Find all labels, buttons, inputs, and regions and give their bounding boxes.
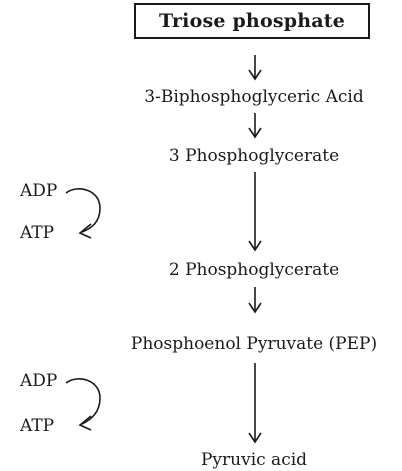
side-reaction-1-input: ADP — [20, 181, 58, 201]
down-arrow-1 — [248, 55, 262, 81]
pathway-title: Triose phosphate — [158, 10, 345, 32]
down-arrow-3 — [248, 172, 262, 252]
down-arrow-4 — [248, 287, 262, 314]
step-3-phosphoglycerate: 3 Phosphoglycerate — [168, 146, 340, 166]
step-biphosphoglyceric-acid: 3-Biphosphoglyceric Acid — [144, 87, 364, 107]
down-arrow-2 — [248, 113, 262, 139]
side-reaction-2-input: ADP — [20, 371, 58, 391]
curved-arrow-2 — [65, 378, 101, 431]
step-phosphoenol-pyruvate: Phosphoenol Pyruvate (PEP) — [130, 334, 378, 354]
title-box: Triose phosphate — [134, 3, 370, 39]
step-pyruvic-acid: Pyruvic acid — [200, 450, 308, 470]
side-reaction-2-output: ATP — [20, 416, 55, 436]
step-2-phosphoglycerate: 2 Phosphoglycerate — [168, 260, 340, 280]
side-reaction-1-output: ATP — [20, 223, 55, 243]
curved-arrow-1 — [65, 188, 101, 239]
down-arrow-5 — [248, 363, 262, 444]
